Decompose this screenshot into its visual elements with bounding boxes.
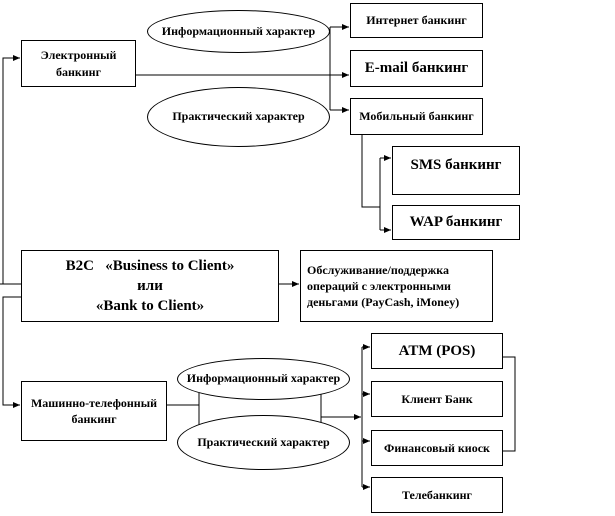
practical-character-ellipse: Практический характер [147, 87, 330, 147]
machine-telephone-banking-box: Машинно-телефонный банкинг [21, 381, 167, 441]
internet-banking-box: Интернет банкинг [350, 3, 483, 38]
email-banking-box: E-mail банкинг [350, 50, 483, 87]
telebanking-box: Телебанкинг [371, 477, 503, 513]
mobile-banking-box: Мобильный банкинг [350, 98, 483, 135]
atm-box: ATM (POS) [371, 333, 503, 369]
financial-kiosk-box: Финансовый киоск [371, 430, 503, 466]
electronic-banking-box: Электронный банкинг [21, 40, 136, 87]
sms-banking-box: SMS банкинг [392, 146, 520, 195]
emoney-box: Обслуживание/поддержка операций с электр… [300, 250, 493, 322]
b2c-line2: или [137, 277, 163, 294]
wap-banking-box: WAP банкинг [392, 205, 520, 240]
info-character-ellipse: Информационный характер [147, 10, 330, 53]
b2c-box: B2C «Business to Client» или «Bank to Cl… [21, 250, 279, 322]
machine-practical-ellipse: Практический характер [177, 415, 350, 470]
b2c-line3: «Bank to Client» [95, 298, 205, 315]
client-bank-box: Клиент Банк [371, 381, 503, 417]
b2c-line1: B2C «Business to Client» [65, 257, 235, 274]
machine-info-ellipse: Информационный характер [177, 358, 350, 400]
